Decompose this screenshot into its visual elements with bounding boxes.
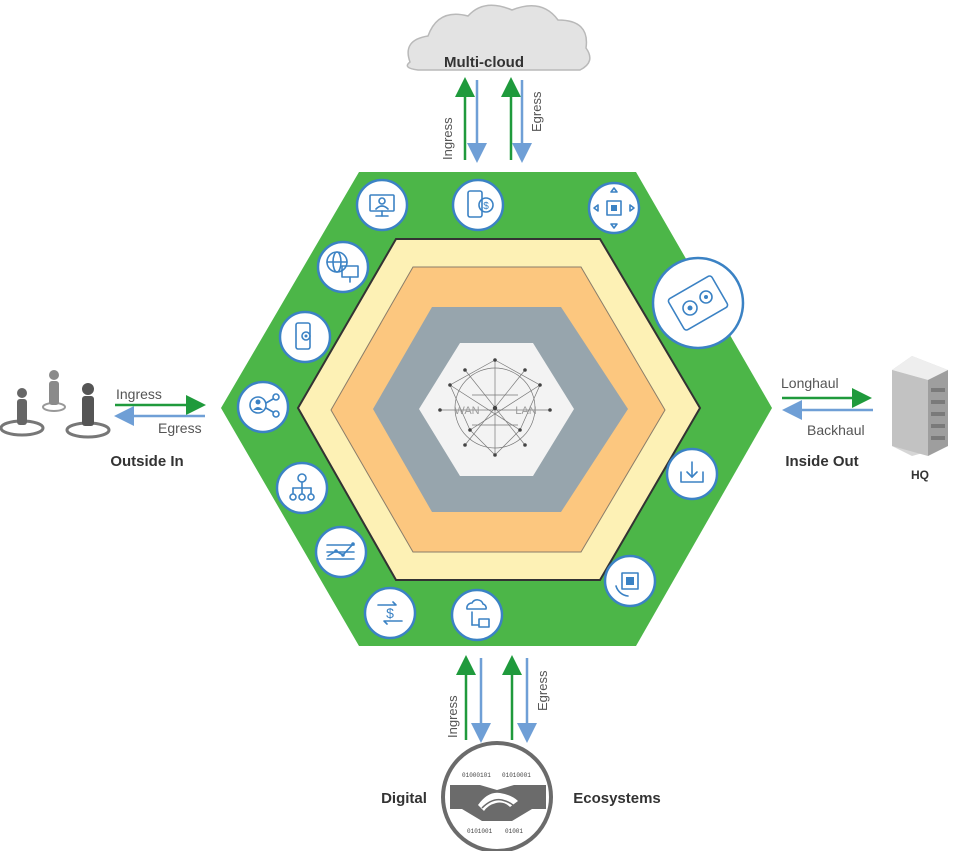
network-people-icon [236,380,290,434]
binary-bottom-right: 01001 [505,828,523,835]
inside-out-label: Inside Out [785,453,858,470]
bottom-arrows [456,655,537,743]
hierarchy-icon [275,461,329,515]
line-graph-icon [314,525,368,579]
cloud-icon [406,4,591,71]
download-icon [665,447,719,501]
binary-top-left: 01000101 [462,772,491,779]
processor-arrows-icon [587,181,641,235]
cloud-device-icon [450,588,504,642]
top-ingress-label: Ingress [440,117,455,160]
mobile-payment-icon: $ [451,178,505,232]
binary-top-right: 01010001 [502,772,531,779]
globe-monitor-icon [316,240,370,294]
left-arrows [114,395,206,426]
lan-label: LAN [515,405,536,417]
left-egress-label: Egress [158,420,202,436]
ecosystems-label: Ecosystems [573,790,661,807]
right-arrows [782,388,873,420]
chip-cycle-icon [603,554,657,608]
svg-text:$: $ [386,605,394,621]
left-ingress-label: Ingress [116,386,162,402]
backhaul-label: Backhaul [807,422,865,438]
wan-label: WAN [454,405,479,417]
binary-bottom-left: 0101001 [467,828,493,835]
mobile-gear-icon [278,310,332,364]
bottom-egress-label: Egress [535,670,550,711]
people-icon [0,370,111,439]
bottom-ingress-label: Ingress [445,695,460,738]
hq-label: HQ [911,468,929,482]
hq-building-icon [892,356,948,456]
handshake-icon [441,741,553,853]
multi-cloud-label: Multi-cloud [444,54,524,71]
gears-panel-icon [651,256,745,350]
longhaul-label: Longhaul [781,375,839,391]
mesh-nodes [438,358,552,457]
top-arrows [455,77,532,163]
digital-label: Digital [381,790,427,807]
outside-in-label: Outside In [110,453,183,470]
monitor-user-icon [355,178,409,232]
svg-text:$: $ [483,201,489,212]
top-egress-label: Egress [529,91,544,132]
currency-exchange-icon: $ [363,586,417,640]
